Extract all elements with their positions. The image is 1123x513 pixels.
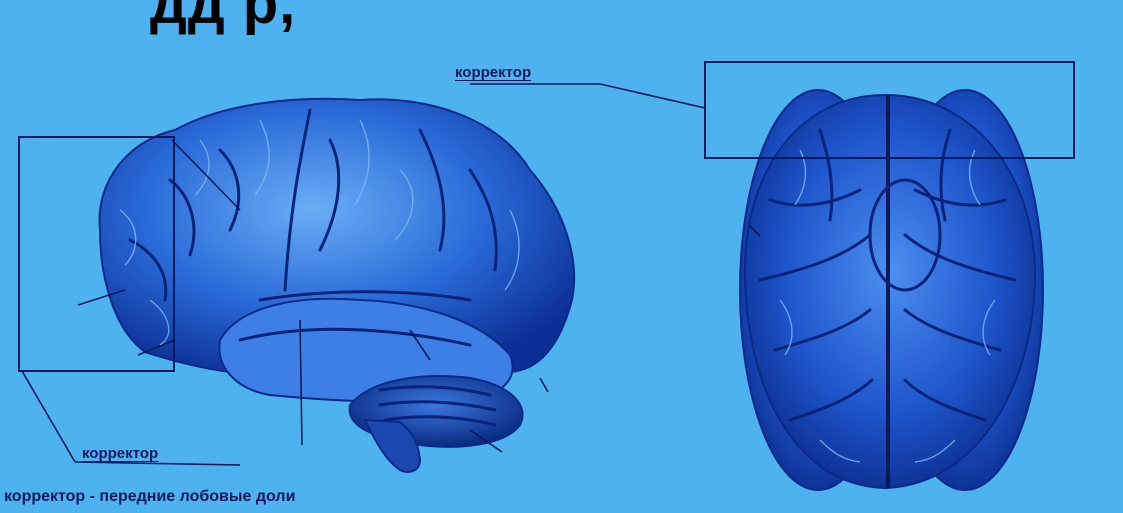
lateral-brain	[100, 99, 575, 472]
superior-brain	[740, 90, 1043, 490]
figure-caption: корректор - передние лобовые доли	[4, 488, 295, 506]
corrector-label-bottom: корректор	[82, 445, 158, 462]
corrector-label-top: корректор	[455, 64, 531, 81]
